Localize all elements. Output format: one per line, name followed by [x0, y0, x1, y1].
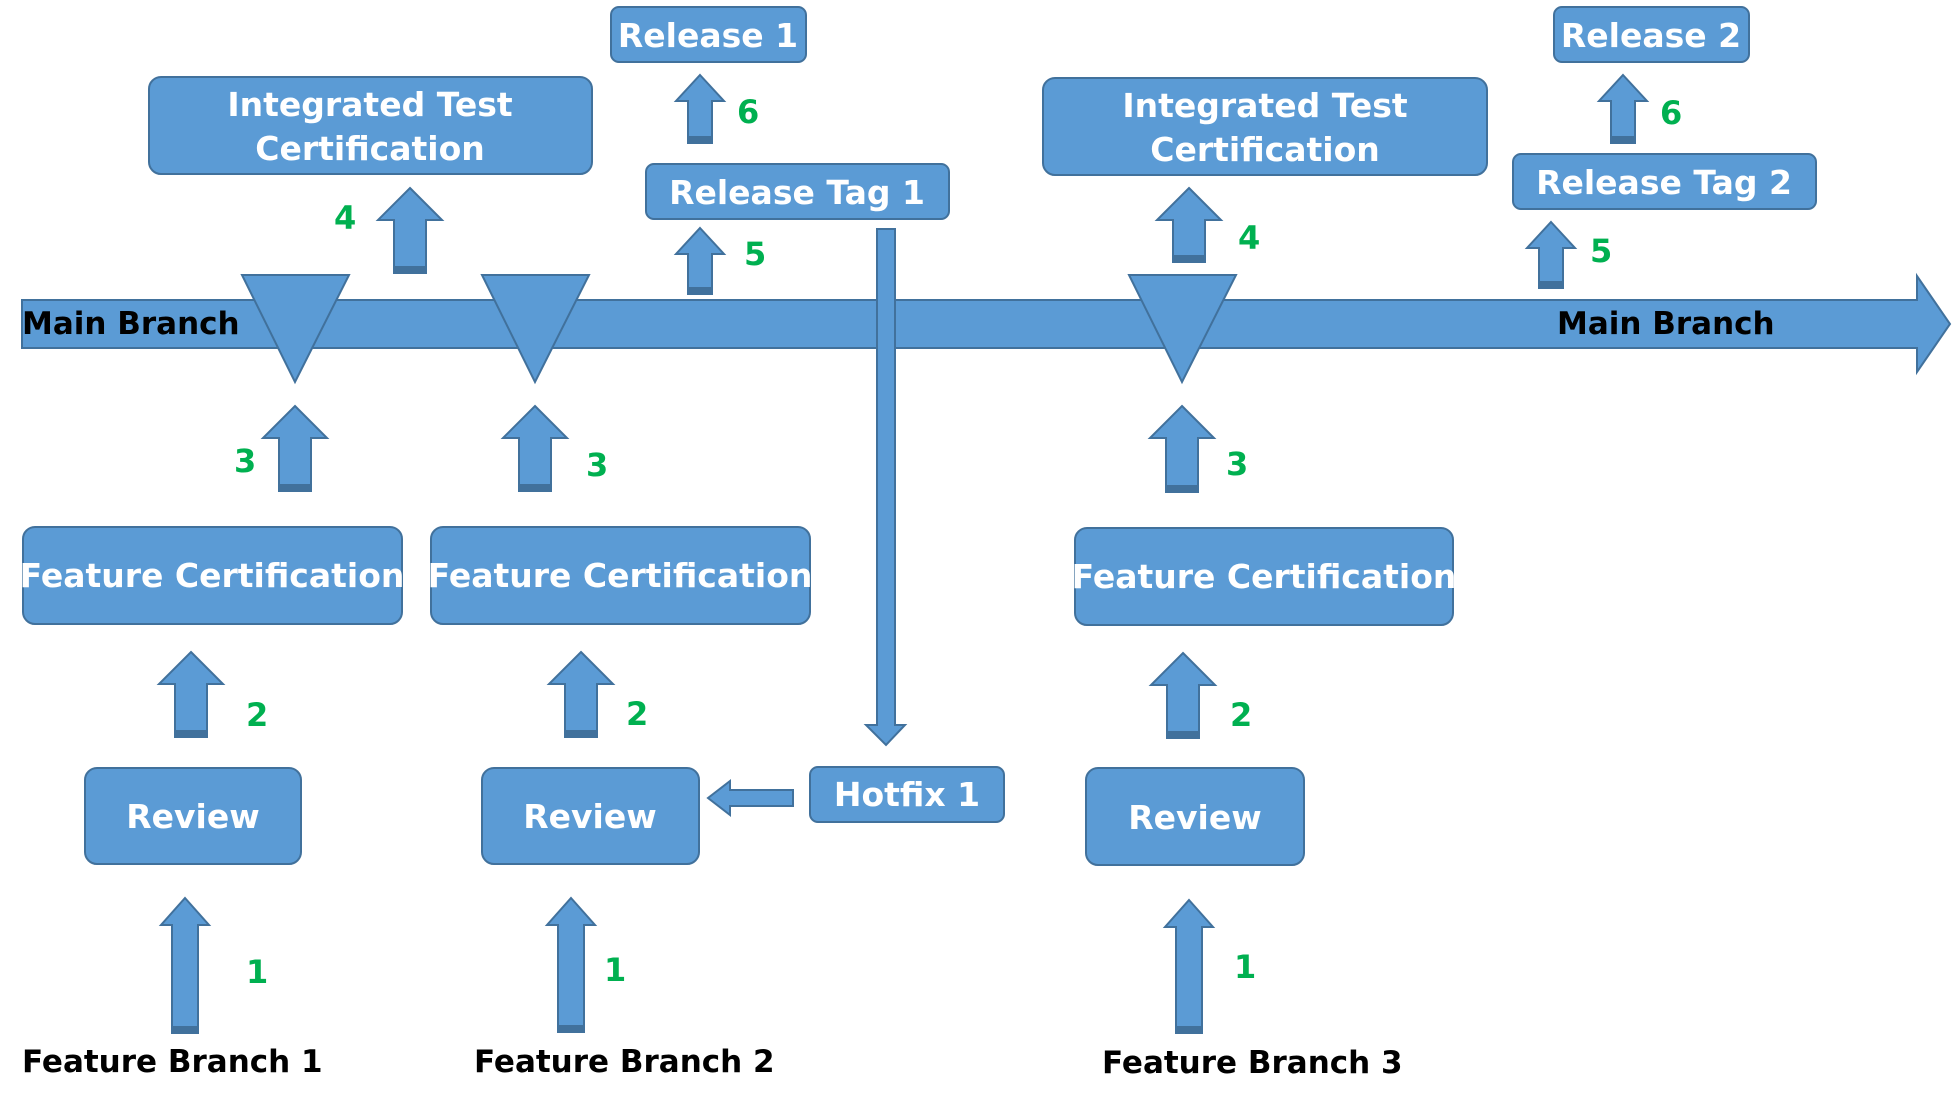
step-number: 5 — [1590, 232, 1612, 270]
merge-triangle-3 — [1127, 274, 1238, 385]
step-number: 3 — [1226, 445, 1248, 483]
up-arrow-base — [175, 730, 207, 737]
feature-cert-box-3 — [1074, 527, 1454, 626]
up-arrow — [1148, 651, 1218, 739]
step-number: 5 — [744, 235, 766, 273]
release-box-1 — [610, 6, 807, 63]
feature-cert-box-1-label: Feature Certification — [20, 556, 405, 595]
release-tag-box-1 — [645, 163, 950, 220]
up-arrow-base — [172, 1026, 198, 1033]
main-branch-label-right: Main Branch — [1557, 306, 1775, 342]
up-arrow — [544, 896, 598, 1033]
hotfix-down-arrow — [863, 228, 908, 747]
up-arrow-base — [1166, 485, 1198, 492]
up-arrow — [375, 186, 445, 274]
up-arrow — [1162, 898, 1216, 1034]
feature-branch-1-label: Feature Branch 1 — [22, 1044, 323, 1080]
up-arrow — [156, 650, 226, 738]
up-arrow-base — [279, 484, 311, 491]
up-arrow — [673, 226, 727, 295]
up-arrow — [260, 404, 330, 492]
up-arrow — [500, 404, 570, 492]
up-arrow — [1154, 186, 1224, 263]
step-number: 6 — [1660, 94, 1682, 132]
up-arrow-base — [1611, 136, 1635, 143]
merge-triangle-1 — [240, 274, 351, 385]
integrated-test-box-2-line1: Integrated Test — [1122, 86, 1408, 125]
up-arrow-base — [565, 730, 597, 737]
integrated-test-box-1-line1: Integrated Test — [227, 85, 513, 124]
up-arrows-group — [156, 73, 1650, 1034]
step-number: 2 — [1230, 696, 1252, 734]
up-arrow-base — [558, 1025, 584, 1032]
release-tag-box-2-label: Release Tag 2 — [1536, 163, 1792, 202]
review-box-1 — [84, 767, 302, 865]
review-box-2 — [481, 767, 700, 865]
up-arrow-base — [1167, 731, 1199, 738]
main-branch-label-left: Main Branch — [22, 306, 240, 342]
step-number: 1 — [1234, 948, 1256, 986]
step-number: 1 — [246, 953, 268, 991]
review-box-2-label: Review — [523, 797, 656, 836]
release-tag-box-2 — [1512, 153, 1817, 210]
step-number: 6 — [737, 93, 759, 131]
step-number: 1 — [604, 951, 626, 989]
up-arrow-base — [1176, 1026, 1202, 1033]
up-arrow — [1524, 220, 1578, 289]
step-number: 3 — [586, 446, 608, 484]
feature-cert-box-3-label: Feature Certification — [1072, 557, 1457, 596]
integrated-test-box-2 — [1042, 77, 1488, 176]
release-box-2-label: Release 2 — [1561, 16, 1741, 55]
release-box-1-label: Release 1 — [618, 16, 798, 55]
integrated-test-box-1 — [148, 76, 593, 175]
step-number: 4 — [1238, 219, 1260, 257]
up-arrow-base — [688, 287, 712, 294]
step-number: 2 — [626, 695, 648, 733]
feature-branch-3-label: Feature Branch 3 — [1102, 1045, 1403, 1081]
release-box-2 — [1553, 6, 1750, 63]
up-arrow-base — [394, 266, 426, 273]
hotfix-box-1-label: Hotfix 1 — [834, 775, 980, 814]
up-arrow — [1147, 404, 1217, 493]
hotfix-box-1 — [809, 766, 1005, 823]
up-arrow-base — [1173, 255, 1205, 262]
review-box-3 — [1085, 767, 1305, 866]
integrated-test-box-1-line2: Certification — [255, 129, 485, 168]
review-box-1-label: Review — [126, 797, 259, 836]
up-arrow-base — [1539, 281, 1563, 288]
step-number: 4 — [334, 199, 356, 237]
step-numbers-group: 1 2 3 4 1 2 3 5 6 1 2 3 4 5 6 — [234, 93, 1682, 991]
feature-branch-2-label: Feature Branch 2 — [474, 1044, 775, 1080]
up-arrow — [1596, 73, 1650, 144]
step-number: 3 — [234, 442, 256, 480]
feature-cert-box-1 — [22, 526, 403, 625]
feature-cert-box-2 — [430, 526, 811, 625]
release-tag-box-1-label: Release Tag 1 — [669, 173, 925, 212]
step-number: 2 — [246, 696, 268, 734]
up-arrow-base — [688, 136, 712, 143]
review-box-3-label: Review — [1128, 798, 1261, 837]
integrated-test-box-2-line2: Certification — [1150, 130, 1380, 169]
up-arrow — [158, 896, 212, 1034]
hotfix-left-arrow — [706, 778, 794, 818]
up-arrow — [673, 73, 727, 144]
feature-cert-box-2-label: Feature Certification — [428, 556, 813, 595]
merge-triangle-2 — [480, 274, 591, 385]
up-arrow — [546, 650, 616, 738]
up-arrow-base — [519, 484, 551, 491]
